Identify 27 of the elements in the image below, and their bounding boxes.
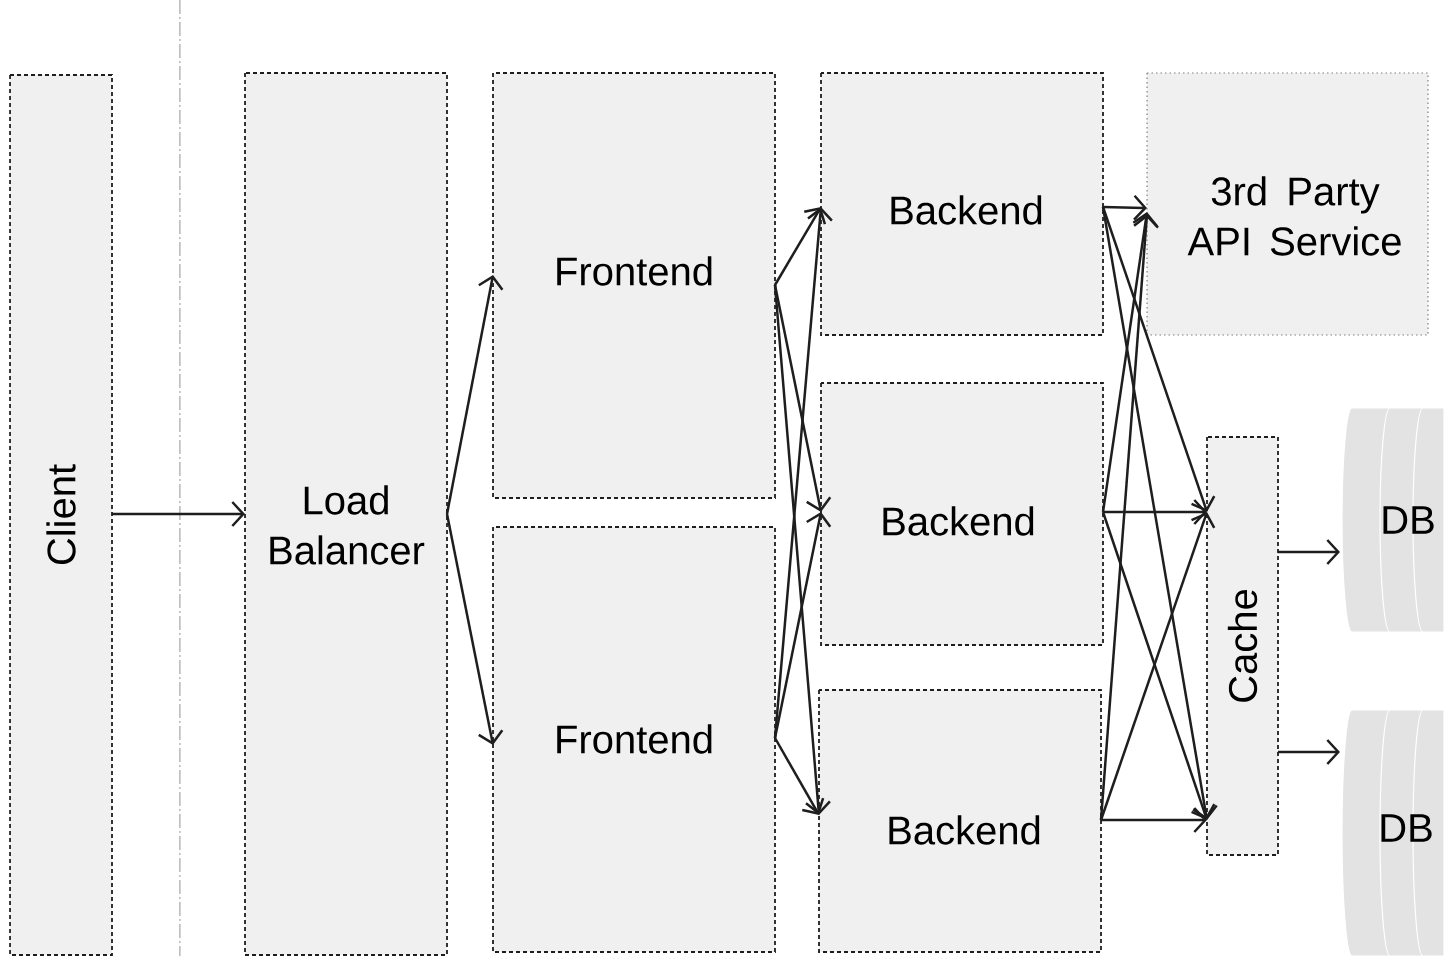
service-box: Backend [820,72,1104,336]
arrow [1101,212,1158,513]
arrow [1101,206,1218,820]
load-balancer-box: Load Balancer [244,72,448,956]
arrow [1101,807,1207,833]
service-box: Frontend [492,526,776,953]
arrow [773,512,832,739]
arrow [773,284,832,512]
arrow [445,275,504,515]
arrow [1099,214,1159,821]
service-box: Frontend [492,72,776,499]
arrow [445,513,504,745]
external-service-box: 3rd Party API Service [1146,72,1429,336]
database-drawing: DB [1341,709,1444,956]
arrow [773,737,825,815]
cache-box: Cache [1206,436,1279,856]
database-drawing: DB [1341,407,1444,633]
arrow [112,501,245,527]
arrow [773,207,827,286]
service-box: Backend [818,689,1102,953]
arrow [1278,739,1340,765]
arrow [773,284,831,815]
client-box: Client [9,74,113,956]
arrow [1103,194,1147,221]
arrow [1103,499,1207,525]
arrow [1278,539,1340,565]
service-box: Backend [820,382,1104,646]
